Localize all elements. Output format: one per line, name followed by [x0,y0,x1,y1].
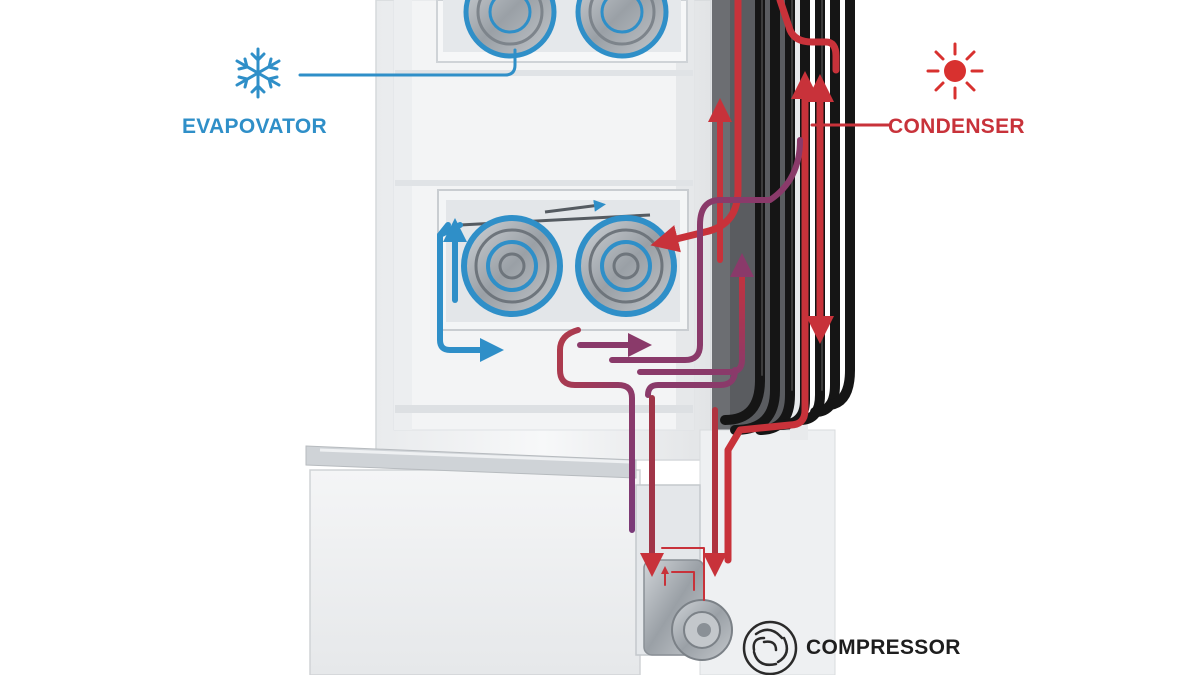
hot-flow-lines [557,0,892,601]
fan-coil [575,215,677,317]
compressor-unit [635,484,733,661]
snowflake-icon [235,47,281,99]
swirl-icon [742,620,798,675]
cold-flow-lines [298,48,517,362]
evaporator-label: EVAPOVATOR [182,115,327,138]
compressor-label: COMPRESSOR [806,636,961,659]
fan-coil [575,0,669,59]
cold-flow-arrow [437,222,504,362]
evaporator-unit-middle [437,189,689,331]
evaporator-unit-top [436,0,688,63]
fan-coil [461,215,563,317]
fan-coil [463,0,557,59]
sun-icon [926,42,984,100]
freezer-drawer [305,445,641,675]
hot-flow-arrow [650,0,742,253]
condenser-label: CONDENSER [888,115,1025,138]
